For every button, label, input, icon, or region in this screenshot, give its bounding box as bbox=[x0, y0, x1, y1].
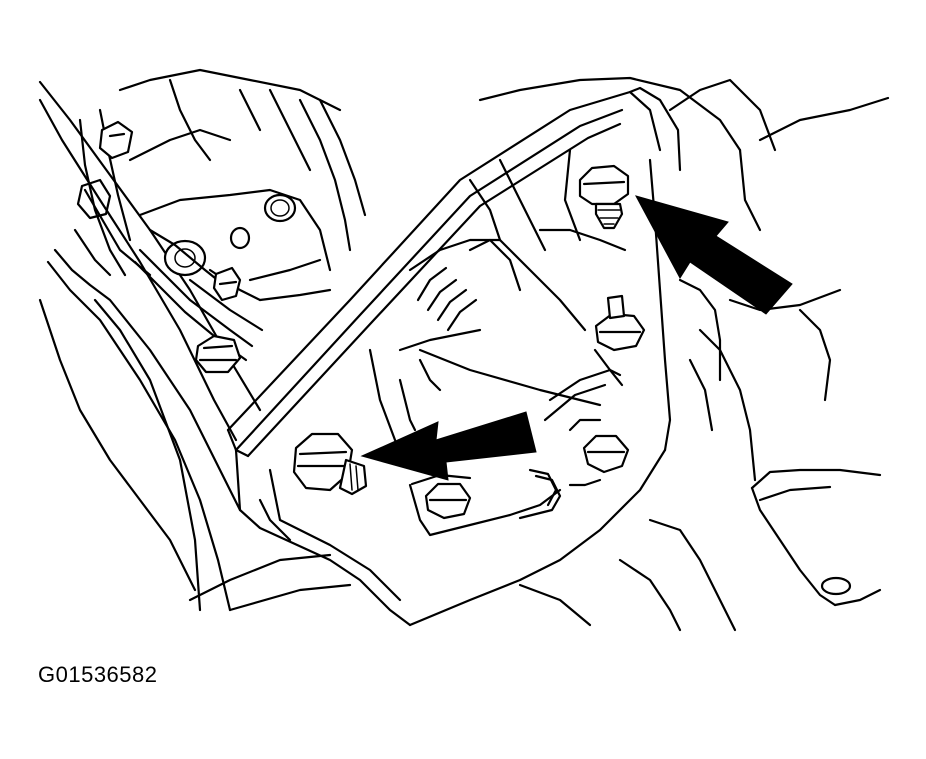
figure-code: G01536582 bbox=[38, 662, 158, 687]
bracket-lower-bolts bbox=[410, 420, 628, 535]
right-body-panel bbox=[480, 78, 888, 630]
rubber-insulator bbox=[400, 150, 625, 430]
main-bracket bbox=[228, 88, 680, 625]
mount-bracket-illustration bbox=[0, 0, 926, 640]
lower-right-tab bbox=[752, 470, 880, 605]
center-arrow bbox=[362, 412, 536, 480]
linkage-bar bbox=[135, 250, 252, 372]
left-mount-bolt-stud bbox=[294, 434, 366, 494]
middle-right-bolt bbox=[596, 296, 644, 350]
upper-right-arrow bbox=[636, 196, 792, 314]
lower-left-body bbox=[40, 300, 350, 610]
upper-housing bbox=[120, 70, 365, 330]
upper-right-bolt-stud bbox=[580, 166, 628, 228]
upper-left-hardware bbox=[78, 122, 295, 275]
